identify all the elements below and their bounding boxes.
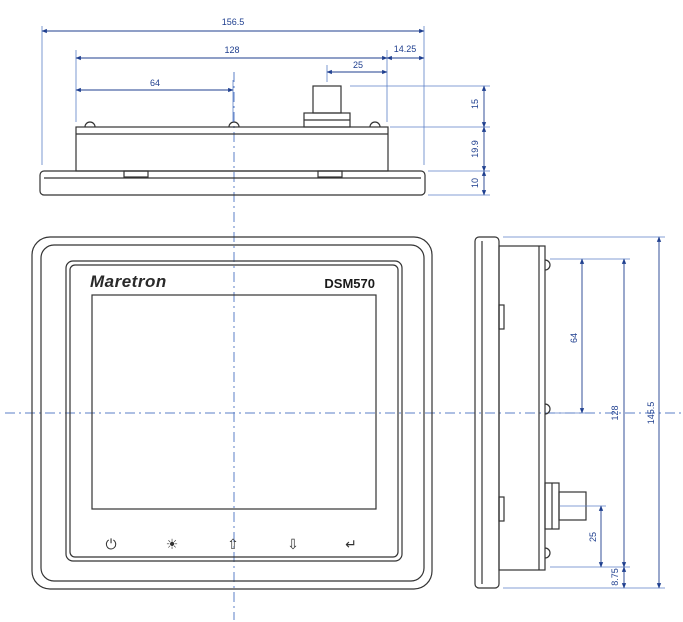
dim-bezel-thickness: 10 [470, 178, 480, 188]
dim-body-depth: 19.9 [470, 140, 480, 158]
power-icon[interactable]: ⏻ [105, 537, 116, 553]
dim-connector-height: 15 [470, 99, 480, 109]
bezel-outer [31, 236, 433, 590]
bezel-inner [40, 244, 425, 582]
dim-overall-width: 156.5 [222, 17, 245, 27]
dim-edge-offset: 14.25 [394, 44, 417, 54]
front-view: Maretron DSM570 ⏻ ☀ ⇧ ⇩ ↵ [31, 236, 433, 590]
side-dim-hole-spacing: 128 [610, 405, 620, 420]
down-arrow-icon[interactable]: ⇩ [287, 537, 299, 553]
model-label: DSM570 [324, 276, 375, 291]
dim-half-spacing: 64 [150, 78, 160, 88]
front-buttons: ⏻ ☀ ⇧ ⇩ ↵ [105, 537, 356, 553]
top-view-outline [39, 85, 426, 196]
top-dimension-lines [41, 28, 487, 196]
dim-connector-offset: 25 [353, 60, 363, 70]
top-extension-lines [41, 26, 490, 196]
side-extension-lines [503, 236, 665, 589]
side-dim-overall-height: 145.5 [646, 402, 656, 425]
side-dim-edge-offset: 8.75 [610, 568, 620, 586]
face-panel [65, 260, 403, 562]
side-dim-half-spacing: 64 [569, 333, 579, 343]
side-dim-connector-offset: 25 [588, 532, 598, 542]
brightness-icon[interactable]: ☀ [166, 537, 179, 553]
lcd-screen [91, 294, 377, 510]
top-view: 156.5 128 64 25 14.25 15 19.9 10 [39, 17, 490, 196]
brand-logo: Maretron [90, 272, 167, 291]
side-view: 64 128 145.5 25 8.75 [474, 236, 665, 589]
side-dimension-lines [579, 236, 662, 589]
dim-hole-spacing: 128 [224, 45, 239, 55]
face-panel-inner [69, 264, 399, 558]
enter-icon[interactable]: ↵ [345, 537, 357, 553]
up-arrow-icon[interactable]: ⇧ [227, 537, 239, 553]
